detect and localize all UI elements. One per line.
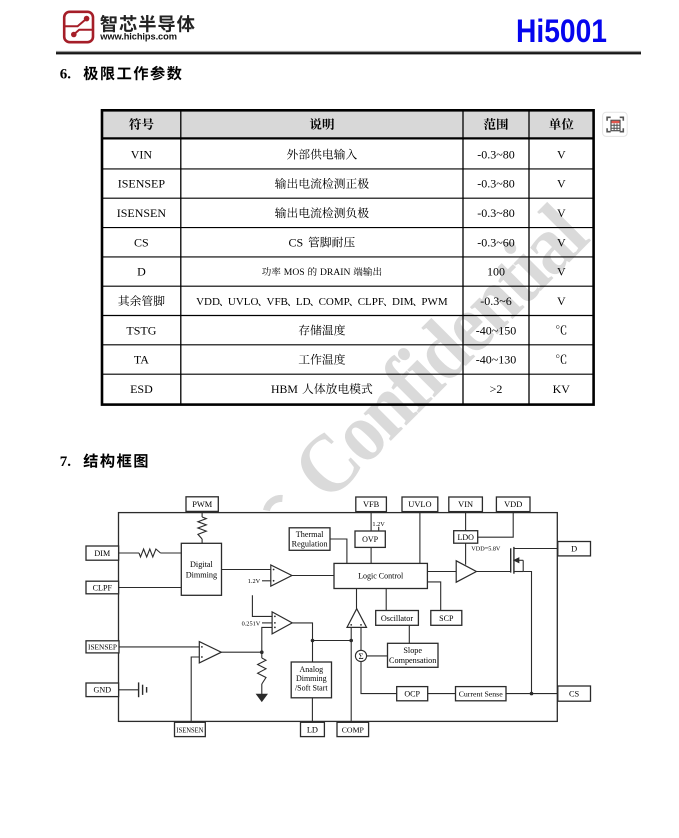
svg-text:-40~130: -40~130: [476, 353, 517, 367]
svg-text:KV: KV: [553, 382, 571, 396]
svg-text:CLPF: CLPF: [358, 296, 384, 308]
svg-text:Logic Control: Logic Control: [358, 572, 404, 581]
svg-text:PWM: PWM: [421, 296, 448, 308]
svg-text:VDD: VDD: [196, 296, 220, 308]
svg-text:Current Sense: Current Sense: [459, 690, 503, 699]
svg-text:LD: LD: [296, 296, 311, 308]
svg-text:V: V: [557, 177, 566, 191]
svg-text:DIM: DIM: [94, 549, 110, 558]
svg-text:-0.3~6: -0.3~6: [480, 294, 512, 308]
svg-text:7.: 7.: [60, 454, 72, 470]
svg-text:1.2V: 1.2V: [248, 578, 261, 585]
svg-text:OCP: OCP: [404, 690, 420, 699]
svg-text:VFB: VFB: [363, 500, 380, 509]
svg-text:ESD: ESD: [130, 382, 153, 396]
svg-text:-0.3~80: -0.3~80: [477, 177, 515, 191]
svg-text:VIN: VIN: [458, 500, 473, 509]
svg-text:Hi5001: Hi5001: [516, 13, 607, 49]
svg-text:LDO: LDO: [457, 533, 474, 542]
svg-text:V: V: [557, 235, 566, 249]
svg-text:UVLO: UVLO: [408, 500, 431, 509]
svg-text:Dimming: Dimming: [186, 570, 217, 579]
svg-text:LD: LD: [307, 725, 318, 734]
svg-text:VDD=5.8V: VDD=5.8V: [471, 546, 501, 553]
svg-text:Compensation: Compensation: [389, 656, 436, 665]
svg-text:CS: CS: [134, 235, 149, 249]
svg-text:Σ: Σ: [358, 651, 363, 661]
svg-text:COMP: COMP: [319, 296, 350, 308]
svg-text:Thermal: Thermal: [296, 530, 324, 539]
svg-text:TA: TA: [134, 353, 149, 367]
svg-text:UVLO: UVLO: [228, 296, 259, 308]
svg-text:Analog: Analog: [300, 665, 324, 674]
svg-text:VIN: VIN: [131, 147, 153, 161]
svg-text:TSTG: TSTG: [126, 323, 156, 337]
svg-text:0.251V: 0.251V: [242, 621, 261, 628]
svg-text:V: V: [557, 147, 566, 161]
svg-text:V: V: [557, 206, 566, 220]
svg-text:D: D: [137, 265, 146, 279]
svg-text:www.hichips.com: www.hichips.com: [99, 32, 177, 42]
svg-text:SCP: SCP: [439, 614, 454, 623]
svg-text:1.2V: 1.2V: [372, 521, 385, 528]
svg-text:ISENSEN: ISENSEN: [176, 725, 203, 734]
svg-text:GND: GND: [94, 686, 112, 695]
svg-text:6.: 6.: [60, 67, 72, 83]
svg-text:CS: CS: [569, 690, 580, 699]
svg-text:VFB: VFB: [267, 296, 288, 308]
svg-text:Regulation: Regulation: [292, 539, 328, 548]
svg-text:DIM: DIM: [392, 296, 414, 308]
svg-text:DRAIN: DRAIN: [320, 267, 350, 278]
svg-text:-0.3~80: -0.3~80: [477, 206, 515, 220]
svg-text:Oscillator: Oscillator: [381, 614, 414, 623]
svg-text:-0.3~80: -0.3~80: [477, 147, 515, 161]
svg-text:COMP: COMP: [342, 725, 365, 734]
svg-text:>2: >2: [490, 382, 503, 396]
svg-text:V: V: [557, 294, 566, 308]
svg-text:ISENSEN: ISENSEN: [117, 206, 167, 220]
svg-text:OVP: OVP: [362, 535, 379, 544]
svg-text:MOS: MOS: [284, 267, 305, 278]
svg-text:Digital: Digital: [190, 560, 213, 569]
svg-text:ISENSEP: ISENSEP: [88, 643, 118, 652]
svg-text:Slope: Slope: [403, 646, 422, 655]
svg-text:D: D: [571, 545, 577, 554]
svg-text:-40~150: -40~150: [476, 323, 517, 337]
svg-text:CLPF: CLPF: [93, 583, 113, 592]
svg-text:PWM: PWM: [192, 500, 213, 509]
svg-text:HBM: HBM: [271, 382, 298, 396]
svg-text:/Soft Start: /Soft Start: [295, 684, 328, 693]
svg-text:V: V: [557, 265, 566, 279]
svg-text:CS: CS: [289, 235, 304, 249]
svg-text:Dimming: Dimming: [296, 674, 327, 683]
svg-text:-0.3~60: -0.3~60: [477, 235, 515, 249]
svg-text:VDD: VDD: [504, 500, 522, 509]
svg-text:ISENSEP: ISENSEP: [118, 177, 166, 191]
svg-text:100: 100: [487, 265, 505, 279]
